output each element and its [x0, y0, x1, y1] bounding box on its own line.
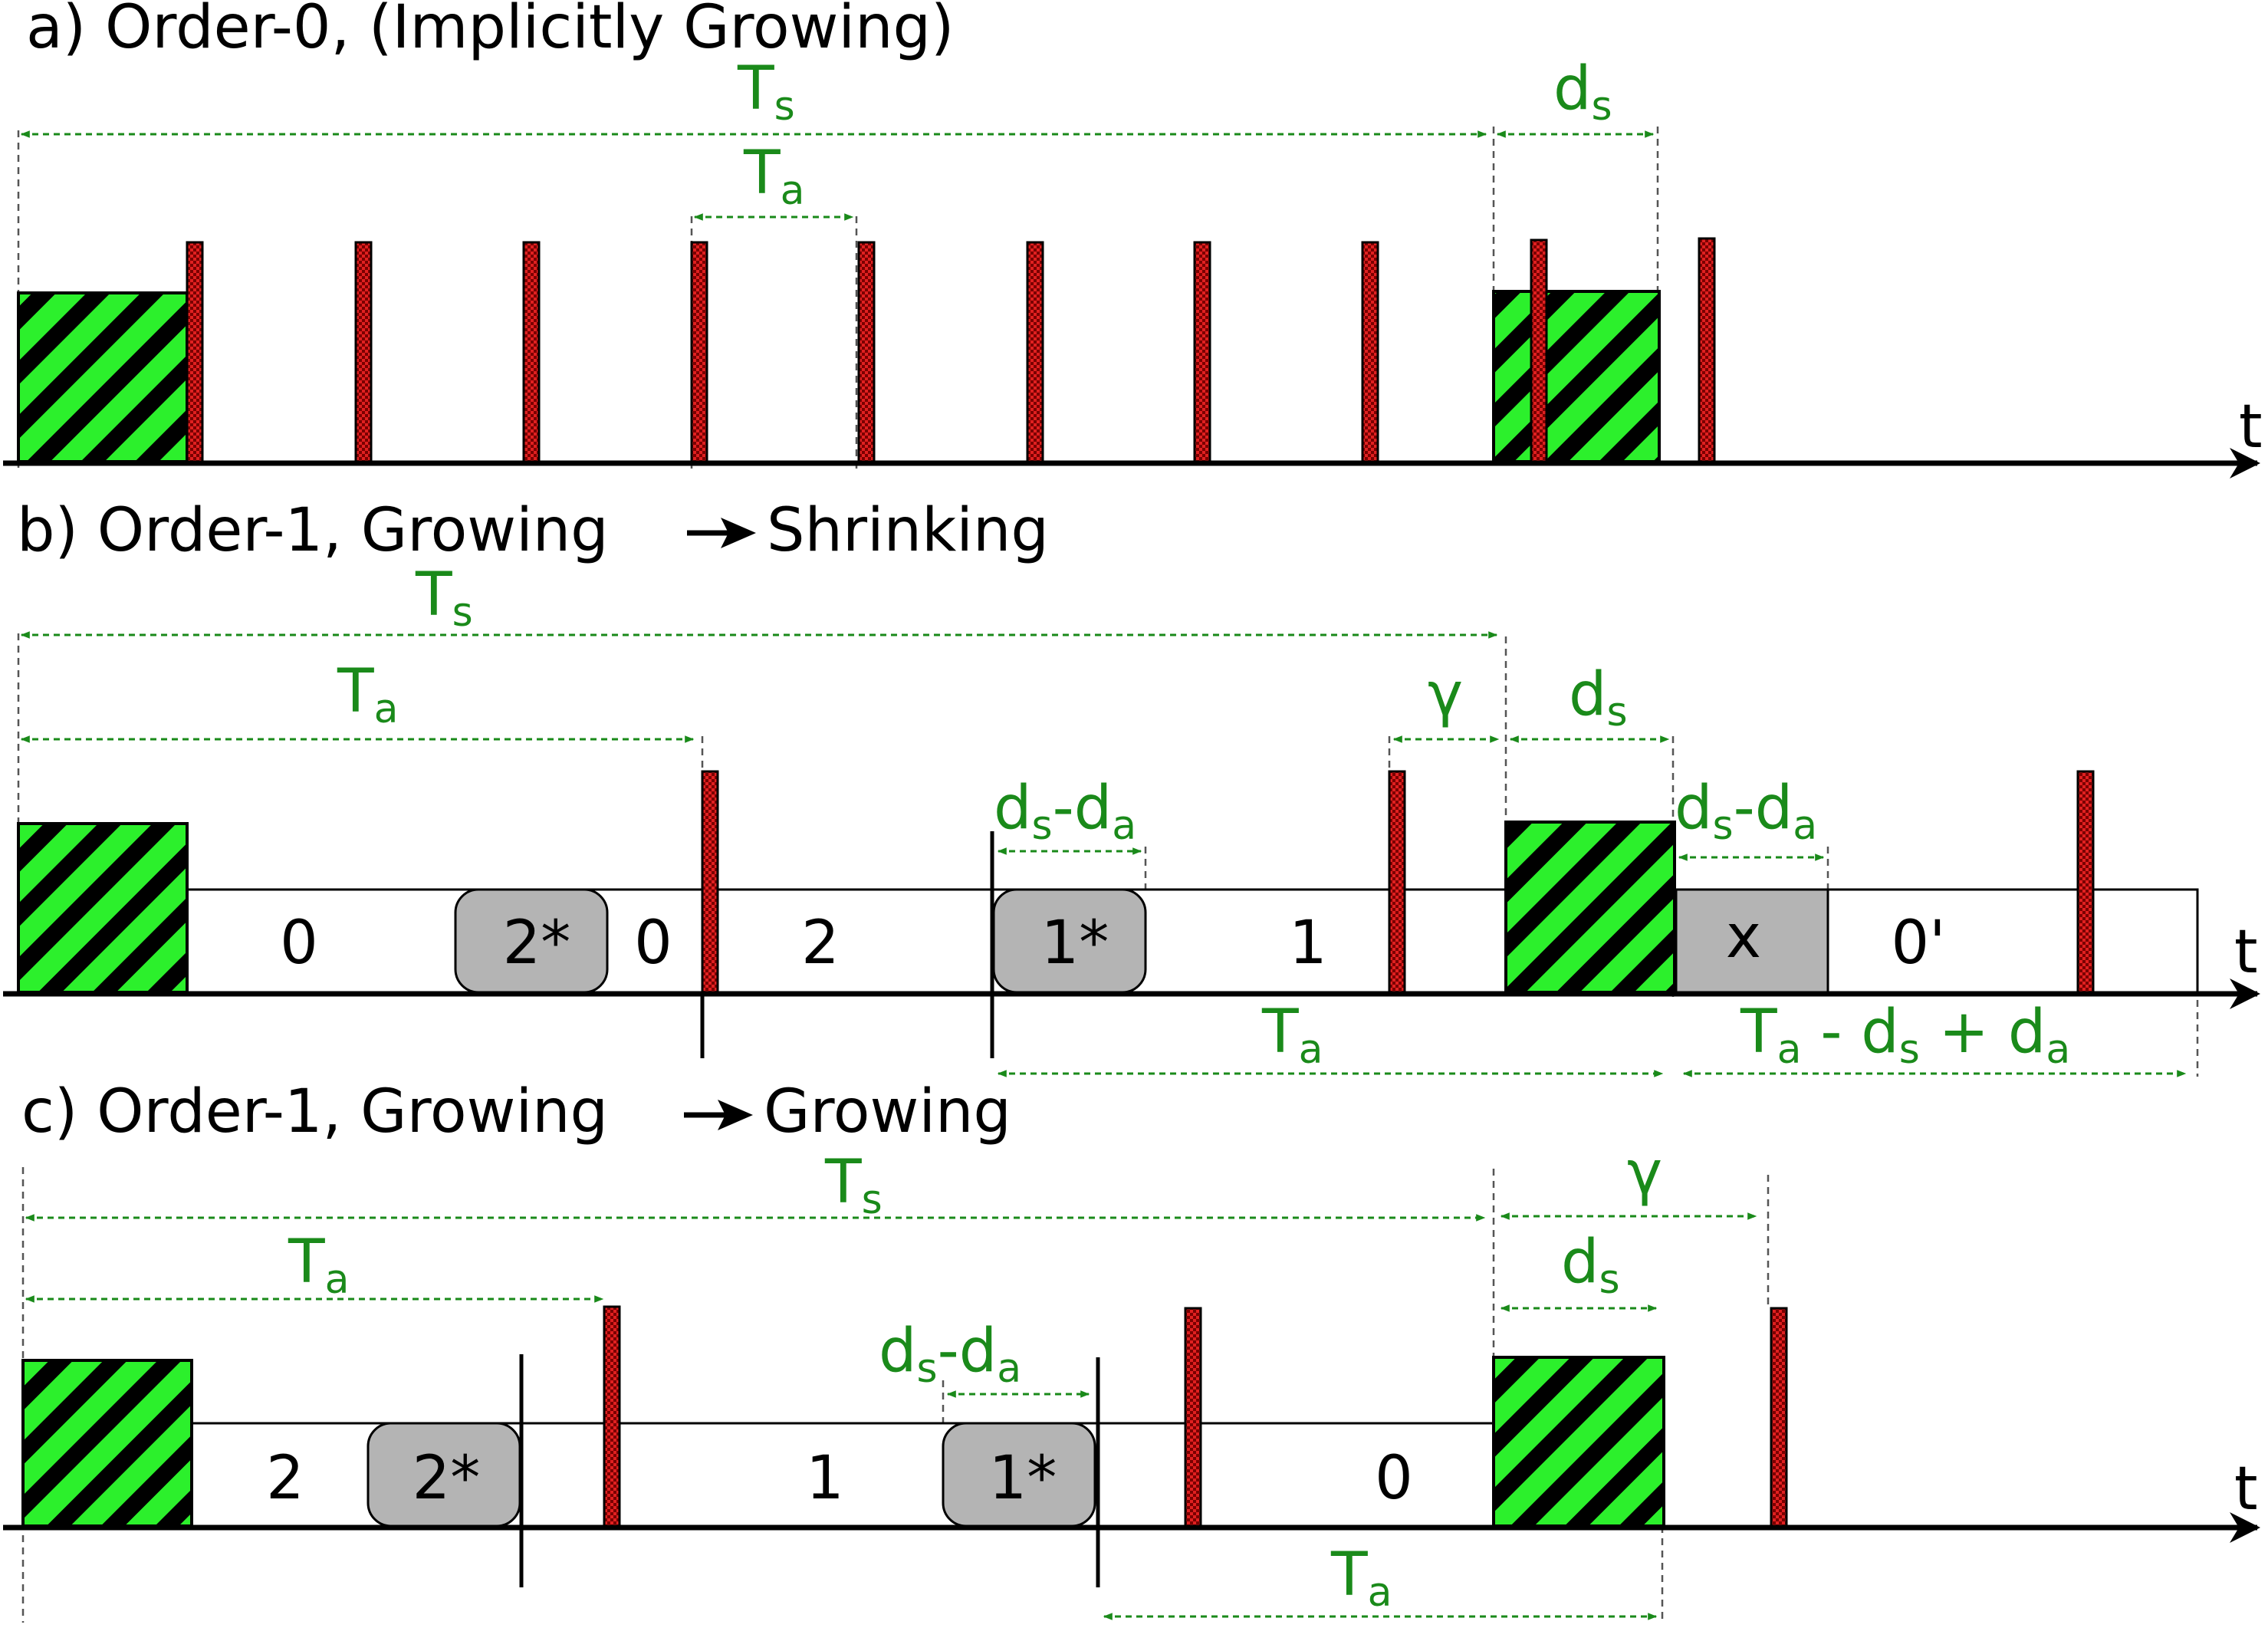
pulse-marker — [1530, 238, 1548, 463]
dim-dsda-label: ds-da — [1675, 774, 1817, 849]
panel-b-dimensions — [20, 631, 2187, 1077]
panel-a-pulses — [186, 237, 1716, 463]
pulse-marker — [1361, 241, 1379, 463]
time-axis-label: t — [2234, 1455, 2258, 1524]
dim-ts-label: Ts — [415, 561, 473, 636]
segment-label: 1* — [1041, 909, 1109, 978]
pulse-marker — [701, 770, 719, 994]
panel-a: a) Order-0, (Implicitly Growing) Ts Ta d… — [3, 0, 2263, 479]
service-block — [17, 822, 189, 994]
pulse-marker — [186, 241, 204, 463]
dim-ta-label: Ta — [743, 139, 805, 214]
dim-ta-bottom-label: Ta — [1261, 998, 1323, 1073]
dim-ta-bottom-label: Ta — [1330, 1541, 1392, 1616]
dim-ds-label: ds — [1569, 660, 1628, 735]
service-block — [1492, 1356, 1665, 1528]
pulse-marker — [354, 241, 373, 463]
pulse-marker — [1193, 241, 1211, 463]
dim-dsda-label: ds-da — [879, 1317, 1021, 1392]
panel-a-title: a) Order-0, (Implicitly Growing) — [26, 0, 954, 62]
panel-b-title-arrow — [687, 518, 756, 548]
segment-label: 2 — [801, 909, 840, 978]
pulse-marker — [603, 1305, 621, 1528]
pulse-marker — [857, 241, 876, 463]
segment-label: 0 — [280, 909, 318, 978]
segment-label: 0' — [1891, 909, 1945, 978]
service-block — [17, 291, 189, 463]
segment-label: 2* — [503, 909, 571, 978]
pulse-marker — [1770, 1307, 1788, 1528]
segment-label: 0 — [1375, 1444, 1413, 1513]
segment-label: 2 — [266, 1444, 304, 1513]
pulse-marker — [1026, 241, 1044, 463]
panel-c-dimensions — [25, 1212, 1757, 1620]
dim-ds-label: ds — [1561, 1228, 1620, 1303]
dim-ds-label: ds — [1553, 54, 1612, 130]
pulse-marker — [1388, 770, 1406, 994]
dim-expr-label: Ta - ds + da — [1740, 998, 2070, 1073]
service-block — [21, 1359, 193, 1528]
panel-c: c) Order-1, Growing Growing Ts γ Ta ds d… — [3, 1077, 2260, 1623]
dim-gamma-label: γ — [1627, 1139, 1662, 1208]
dim-ts-label: Ts — [824, 1148, 883, 1223]
time-axis-label: t — [2234, 918, 2258, 987]
dim-gamma-label: γ — [1428, 660, 1463, 729]
panel-c-title: c) Order-1, Growing — [21, 1077, 608, 1146]
service-block — [1504, 821, 1676, 994]
panel-c-title-arrow — [684, 1100, 753, 1130]
panel-a-guides — [17, 127, 1659, 469]
pulse-marker — [1698, 237, 1716, 463]
dim-dsda-label: ds-da — [994, 774, 1136, 849]
panel-b-title: b) Order-1, Growing — [17, 496, 609, 565]
segment-label: 1 — [806, 1444, 844, 1513]
segment-label: 1 — [1289, 909, 1327, 978]
segment-label: 2* — [413, 1444, 481, 1513]
pulse-marker — [1184, 1307, 1202, 1528]
panel-c-title-right: Growing — [764, 1077, 1011, 1146]
dim-ts-label: Ts — [737, 54, 795, 130]
time-axis-label: t — [2239, 393, 2263, 462]
panel-a-dimensions — [20, 130, 1655, 221]
segment-label: x — [1726, 903, 1761, 972]
segment-label: 1* — [989, 1444, 1057, 1513]
panel-b-title-right: Shrinking — [767, 496, 1049, 565]
pulse-marker — [690, 241, 708, 463]
pulse-marker — [2076, 770, 2095, 994]
service-block — [1492, 290, 1661, 463]
panel-b: b) Order-1, Growing Shrinking — [3, 496, 2260, 1077]
pulse-marker — [522, 241, 541, 463]
dim-ta-label: Ta — [337, 657, 399, 732]
segment-label: 0 — [634, 909, 672, 978]
dim-ta-label: Ta — [288, 1228, 350, 1303]
